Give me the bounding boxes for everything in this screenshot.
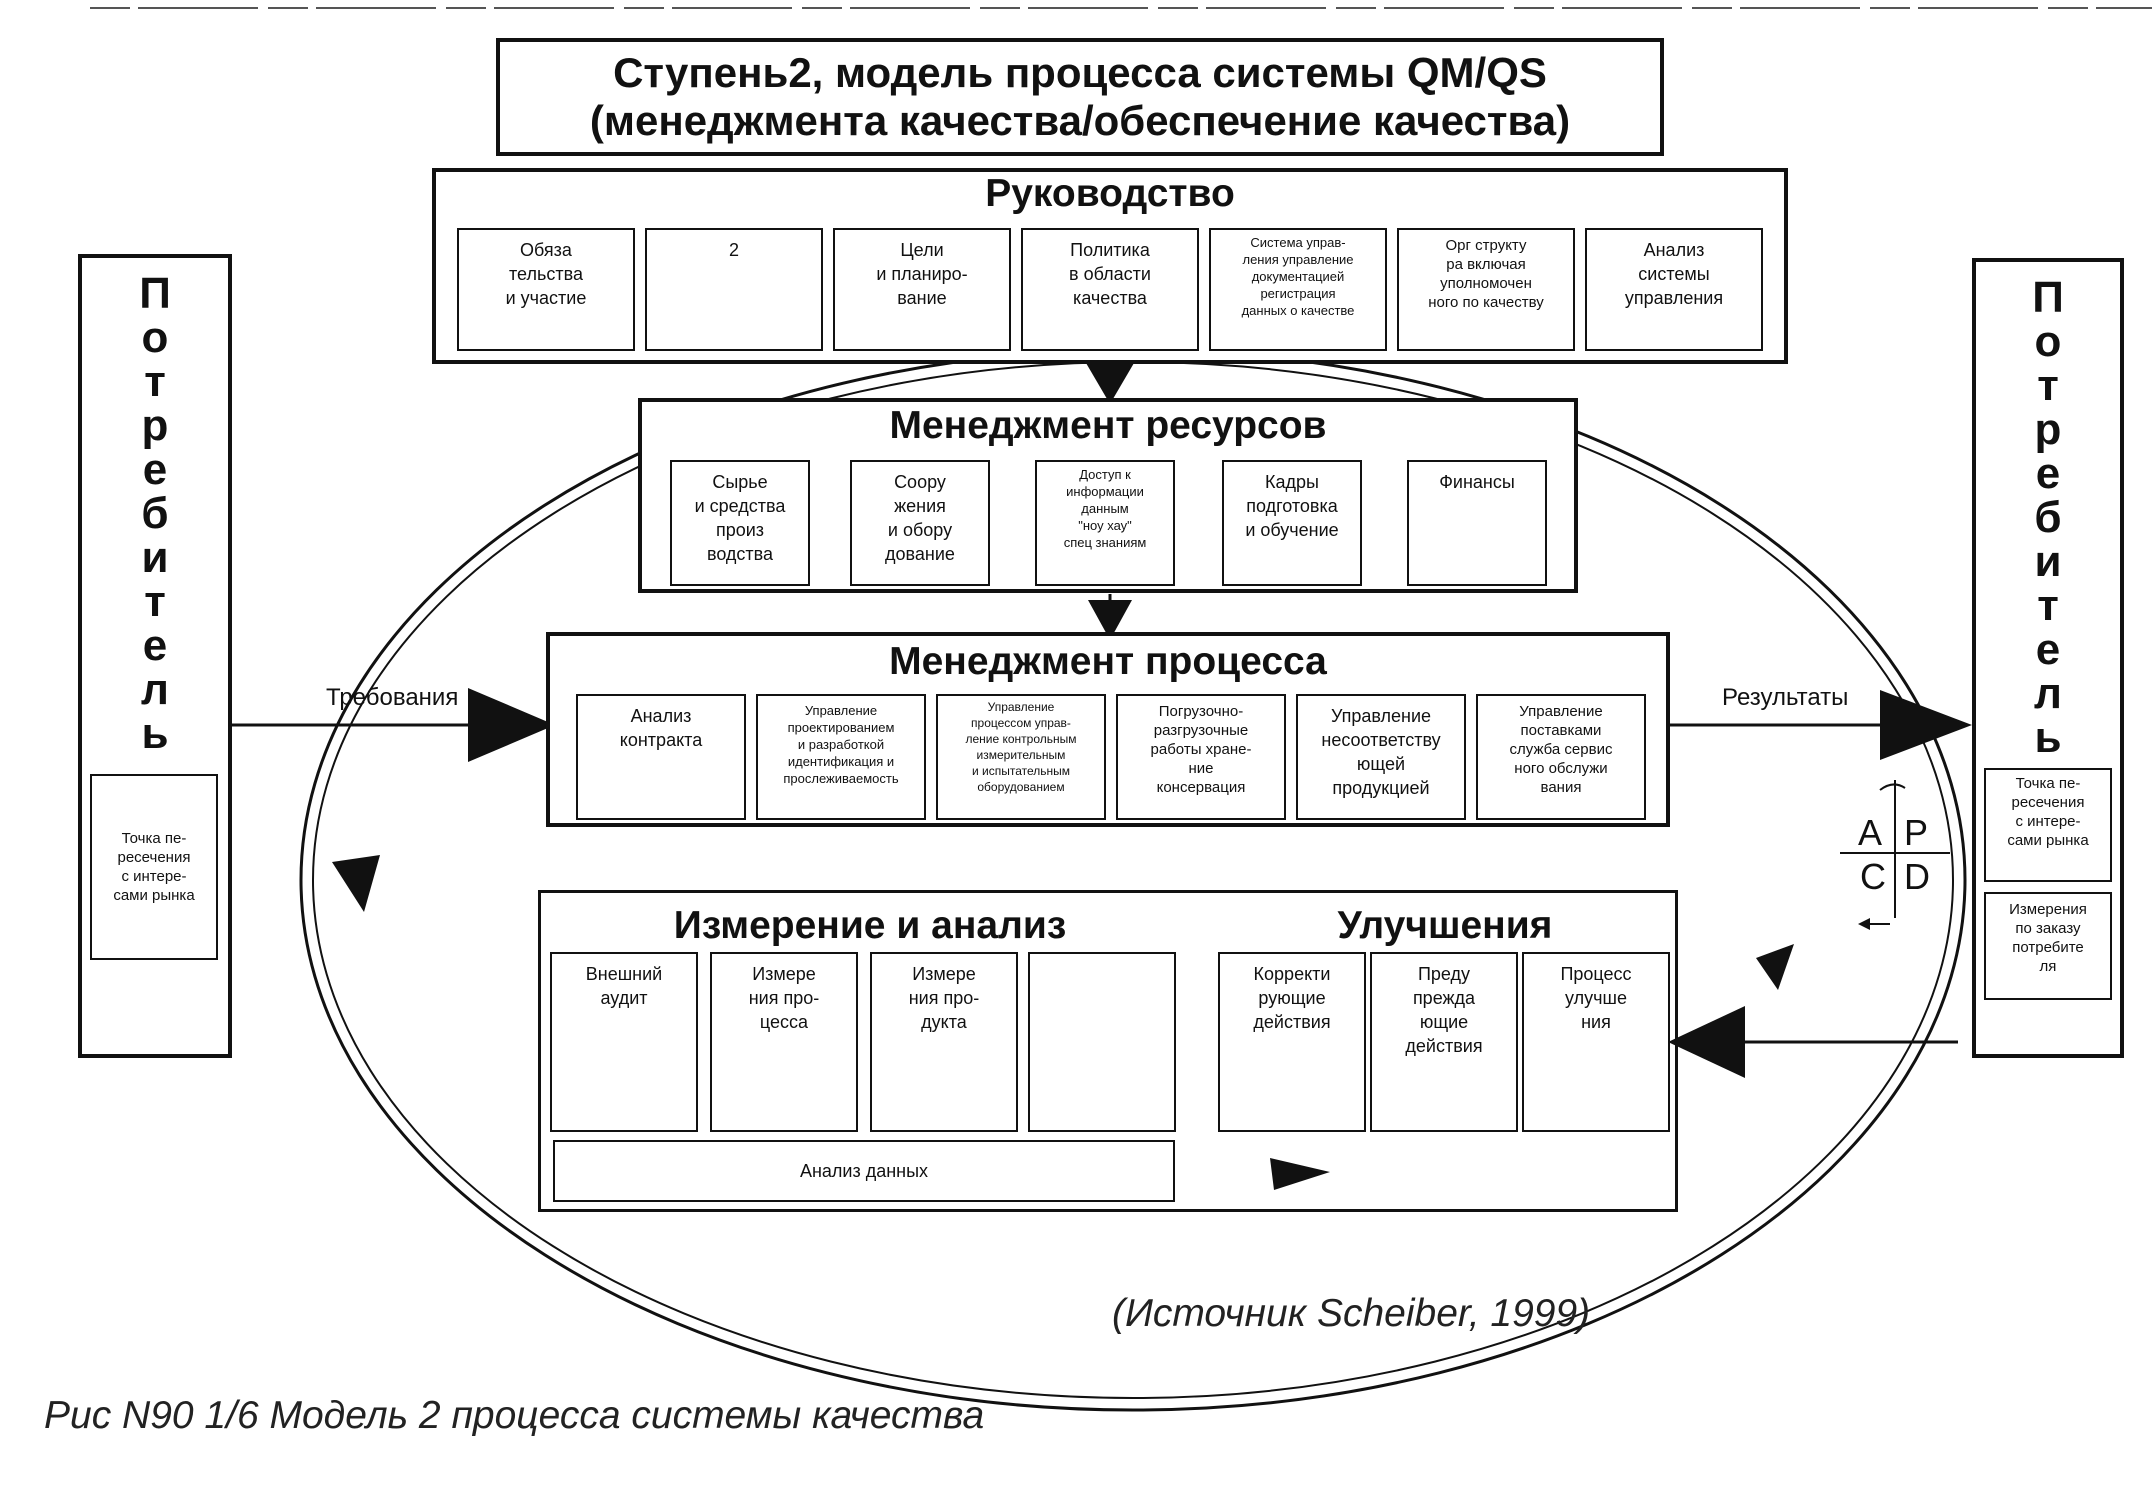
pdca-p: P (1904, 812, 1929, 853)
requirements-label: Требования (326, 684, 459, 711)
title-line-2: (менеджмента качества/обеспечение качест… (589, 97, 1571, 144)
pdca-c: C (1860, 856, 1886, 897)
title-line-1: Ступень2, модель процесса системы QM/QS (613, 49, 1547, 96)
diagram-title: Ступень2, модель процесса системы QM/QS … (496, 38, 1664, 156)
process-item-4: Погрузочно- разгрузочные работы хране- н… (1116, 694, 1286, 820)
consumer-right-label: П о т р е б и т е л ь (2032, 273, 2064, 762)
leadership-heading: Руководство (985, 172, 1235, 215)
consumer-right-measurement-box: Измерения по заказу потребите ля (1984, 892, 2112, 1000)
improvement-item-2: Преду прежда ющие действия (1370, 952, 1518, 1132)
resources-item-4: Кадры подготовка и обучение (1222, 460, 1362, 586)
improvement-item-1: Корректи рующие действия (1218, 952, 1366, 1132)
process-item-3: Управление процессом управ- ление контро… (936, 694, 1106, 820)
measurement-item-1: Внешний аудит (550, 952, 698, 1132)
resources-item-1: Сырье и средства произ водства (670, 460, 810, 586)
consumer-right-market-box: Точка пе- ресечения с интере- сами рынка (1984, 768, 2112, 882)
arrow-leadership-to-resources (1086, 363, 1134, 404)
resources-item-2: Соору жения и обору дование (850, 460, 990, 586)
results-label: Результаты (1722, 684, 1849, 711)
loop-arrow-bottom (1270, 1158, 1330, 1190)
arrow-resources-to-process (1088, 600, 1132, 640)
process-item-1: Анализ контракта (576, 694, 746, 820)
measurement-heading: Измерение и анализ (673, 904, 1067, 947)
consumer-left-label: П о т р е б и т е л ь (139, 269, 171, 758)
leadership-item-6: Орг структу ра включая уполномочен ного … (1397, 228, 1575, 351)
leadership-item-7: Анализ системы управления (1585, 228, 1763, 351)
process-item-5: Управление несоответству ющей продукцией (1296, 694, 1466, 820)
leadership-item-3: Цели и планиро- вание (833, 228, 1011, 351)
process-item-6: Управление поставками служба сервис ного… (1476, 694, 1646, 820)
feedback-arrow (1668, 1006, 1745, 1078)
improvement-item-3: Процесс улучше ния (1522, 952, 1670, 1132)
loop-arrow-right (1756, 944, 1794, 990)
consumer-left-market-box: Точка пе- ресечения с интере- сами рынка (90, 774, 218, 960)
process-item-2: Управление проектированием и разработкой… (756, 694, 926, 820)
process-heading: Менеджмент процесса (889, 640, 1327, 683)
pdca-d: D (1904, 856, 1930, 897)
requirements-arrow (468, 688, 555, 762)
measurement-item-4 (1028, 952, 1176, 1132)
leadership-item-5: Система управ- ления управление документ… (1209, 228, 1387, 351)
loop-arrow-left (332, 855, 380, 912)
measurement-improvement-block (538, 890, 1678, 1212)
measurement-item-3: Измере ния про- дукта (870, 952, 1018, 1132)
leadership-item-4: Политика в области качества (1021, 228, 1199, 351)
source-note: (Источник Scheiber, 1999) (1112, 1292, 1591, 1335)
data-analysis-box: Анализ данных (553, 1140, 1175, 1202)
figure-caption: Рис N90 1/6 Модель 2 процесса системы ка… (44, 1394, 985, 1437)
results-arrow (1880, 690, 1972, 760)
pdca-a: A (1858, 812, 1883, 853)
leadership-item-1: Обяза тельства и участие (457, 228, 635, 351)
resources-item-3: Доступ к информации данным "ноу хау" спе… (1035, 460, 1175, 586)
leadership-item-2: 2 (645, 228, 823, 351)
resources-heading: Менеджмент ресурсов (889, 404, 1327, 447)
resources-item-5: Финансы (1407, 460, 1547, 586)
improvement-heading: Улучшения (1337, 904, 1553, 947)
measurement-item-2: Измере ния про- цесса (710, 952, 858, 1132)
